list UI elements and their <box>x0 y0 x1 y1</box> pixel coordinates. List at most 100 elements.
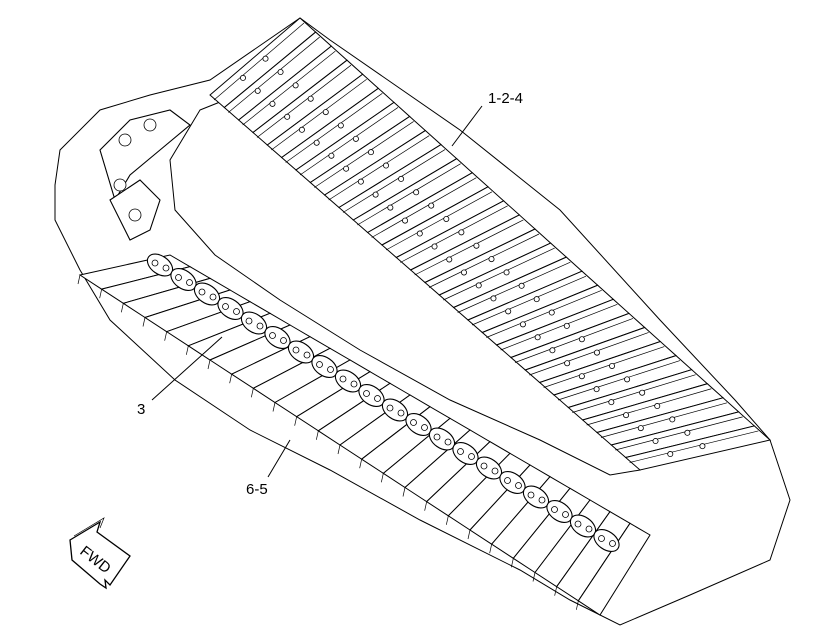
grouser-tooth <box>99 289 103 299</box>
fwd-arrow-icon: FWD <box>69 517 131 590</box>
shoe-bolt <box>684 429 691 436</box>
shoe-bolt <box>488 256 495 263</box>
link-pin <box>468 453 475 460</box>
shoe-bolt <box>239 74 246 81</box>
shoe-bolt <box>518 282 525 289</box>
shoe-bolt <box>609 362 616 369</box>
shoe-bolt <box>383 162 390 169</box>
shoe-bolt <box>387 204 394 211</box>
grouser-tooth <box>359 459 363 469</box>
grouser-line <box>615 416 743 451</box>
link-pin <box>585 525 593 533</box>
shoe-bolt <box>652 438 659 445</box>
link-pin <box>480 462 488 470</box>
link-pin <box>222 303 229 310</box>
link-pin <box>186 279 193 286</box>
shoe-bolt <box>637 425 644 432</box>
link-pin <box>269 332 276 339</box>
track-link-chain <box>146 253 620 552</box>
shoe-bolt <box>667 451 674 458</box>
link-pin <box>410 419 417 426</box>
link-pin <box>574 520 582 528</box>
shoe-bolt <box>669 416 676 423</box>
link-pin <box>256 322 264 330</box>
link-pin <box>280 337 287 344</box>
shoe-bolt <box>608 399 615 406</box>
shoe-bolt <box>548 309 555 316</box>
shoe-bolt <box>284 113 291 120</box>
grouser-line <box>443 247 555 301</box>
grouser-line <box>256 64 352 138</box>
grouser-line <box>572 374 696 413</box>
grouser-tooth <box>380 473 384 483</box>
grouser-tooth <box>424 501 428 511</box>
shoe-bolt <box>593 386 600 393</box>
shoe-bolt <box>443 215 450 222</box>
grouser-tooth <box>554 586 558 596</box>
shoe-bolt <box>277 69 284 76</box>
shoe-bolt <box>624 376 631 383</box>
shoe-bolt <box>564 360 571 367</box>
link-pin <box>162 264 170 272</box>
grouser-tooth <box>120 303 124 313</box>
link-pin <box>444 438 452 446</box>
grouser-line <box>629 430 759 463</box>
callout-bottom-label: 6-5 <box>246 481 268 498</box>
shoe-bolt <box>413 189 420 196</box>
shoe-bolt <box>254 87 261 94</box>
callout-left-label: 3 <box>137 401 145 418</box>
link-pin <box>374 395 381 402</box>
leader-line-top <box>451 105 483 147</box>
shoe-bolt <box>563 322 570 329</box>
grouser-line <box>500 304 618 351</box>
shoe-bolt <box>490 295 497 302</box>
link-pin <box>598 535 605 542</box>
grouser-tooth <box>337 444 341 455</box>
shoe-bolt <box>367 149 374 156</box>
shoe-bolt <box>578 336 585 343</box>
shoe-bolt <box>398 175 405 182</box>
grouser-line <box>600 402 728 438</box>
shoe-bolt <box>428 202 435 209</box>
link-pin <box>515 482 522 489</box>
shoe-bolt <box>402 217 409 224</box>
grouser-line <box>299 107 399 176</box>
grouser-line <box>557 360 681 401</box>
leader-line-left <box>151 336 223 401</box>
link-pin <box>303 351 311 359</box>
grouser-line <box>342 149 446 213</box>
grouser-line <box>543 346 665 388</box>
grouser-tooth <box>207 359 211 370</box>
shoe-bolt <box>473 242 480 249</box>
link-pin <box>198 288 206 296</box>
shoe-bolt <box>549 347 556 354</box>
grouser-line <box>428 233 540 288</box>
grouser-tooth <box>229 374 233 384</box>
grouser-tooth <box>489 544 493 554</box>
grouser-tooth <box>445 515 449 525</box>
link-pin <box>327 366 334 373</box>
upper-track-shoes <box>209 17 772 471</box>
link-pin <box>504 477 511 484</box>
link-pin <box>609 540 616 547</box>
shoe-bolt <box>699 443 706 450</box>
link-pin <box>386 404 394 412</box>
grouser-tooth <box>510 558 514 568</box>
front-end-links <box>99 109 191 241</box>
shoe-bolt <box>313 139 320 146</box>
shoe-bolt <box>372 191 379 198</box>
grouser-line <box>385 191 493 251</box>
shoe-bolt <box>322 109 329 116</box>
shoe-bolt <box>269 100 276 107</box>
shoe-bolt <box>298 126 305 133</box>
grouser-tooth <box>402 487 406 497</box>
shoe-bolt <box>505 308 512 315</box>
link-pin <box>175 274 182 281</box>
link-pin <box>316 361 323 368</box>
grouser-line <box>514 318 634 363</box>
grouser-line <box>314 121 414 188</box>
grouser-tooth <box>532 572 536 582</box>
link-pin <box>292 346 300 354</box>
link-pin <box>350 380 358 388</box>
link-pin <box>551 506 558 513</box>
